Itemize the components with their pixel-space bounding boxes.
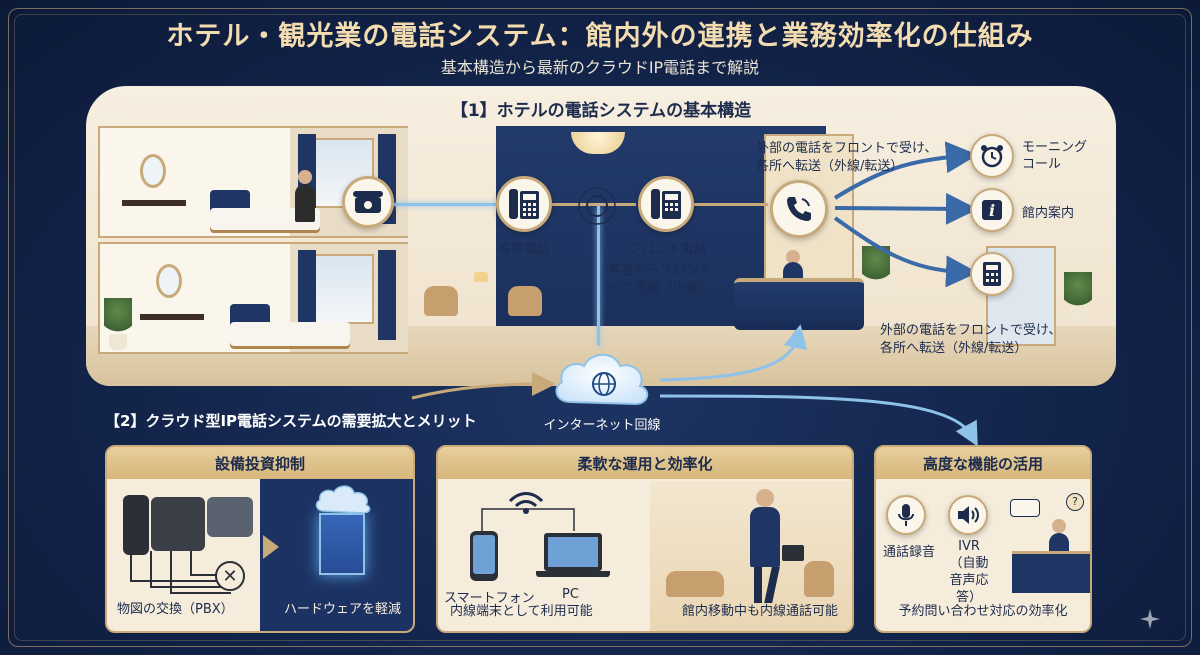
walking-staff [750,507,780,567]
lobby-chair [804,561,834,597]
chandelier [571,132,625,154]
front-desk [734,278,864,330]
remove-x-icon: ✕ [215,561,245,591]
internet-cloud [548,344,656,412]
card-flexibility-right-caption: 館内移動中も内線通話可能 [681,604,838,619]
keypad-terminal-icon [983,262,1001,286]
laptop-base [536,571,610,577]
cloud-icon [315,485,371,513]
plant-right [1064,272,1092,310]
office-phone-icon [509,189,539,219]
section-2-heading: 【2】クラウド型IP電話システムの需要拡大とメリット [105,412,477,430]
inner-frame [14,14,1186,641]
external-call-note-top: 外部の電話をフロントで受け、 各所へ転送（外線/転送） [756,141,938,174]
smartphone-label: スマートフォン [444,591,535,606]
plant-lobby [862,246,890,284]
cloud-label: インターネット回線 [543,418,661,433]
operator-head [1052,519,1066,533]
lobby-armchair-2 [508,286,542,316]
room-phone-node [496,176,552,232]
to-cloud-line [597,206,600,346]
pbx-cables [130,551,231,594]
receptionist-head [786,250,800,264]
front-switch-node [770,180,828,238]
page-subtitle: 基本構造から最新のクラウドIP電話まで解説 [440,58,760,77]
staff-head [756,489,774,507]
desk-phone-icon [353,191,383,213]
card-flexibility: 柔軟な運用と効率化 スマートフォン PC 内線端末として利用可能 館内移動中も内… [436,445,854,633]
transition-arrow [263,535,279,559]
briefcase-icon [782,545,804,561]
ivr-node [948,495,988,535]
branch-info: i [970,188,1014,232]
staff-leg-left [754,567,762,603]
pot-lobby [867,282,885,298]
microphone-icon [898,504,914,526]
room-link-line [392,203,496,206]
office-phone-icon [651,189,681,219]
legacy-phone [123,495,149,555]
branch-terminal [970,252,1014,296]
room-phone-handset [342,176,394,228]
front-to-switch-line [694,203,768,206]
section-1-heading: 【1】ホテルの電話システムの基本構造 [450,101,752,121]
cloud-icon [555,353,649,406]
recording-label: 通話録音 [882,545,935,560]
branch-morning-call [970,134,1014,178]
staff-leg-right [764,567,780,603]
card-capex-title: 設備投資抑制 [107,447,413,479]
guest-room-lower [98,242,408,354]
lobby-armchair-1 [424,286,458,316]
page-title: ホテル・観光業の電話システム：館内外の連携と業務効率化の仕組み [166,21,1034,52]
external-call-note-bottom: 外部の電話をフロントで受け、 各所へ転送（外線/転送） [880,323,1062,356]
speaker-icon [958,506,979,524]
card-capex-right-caption: ハードウェアを軽減 [283,602,401,617]
info-label: 館内案内 [1022,206,1075,221]
front-phone-label: フロント電話 [628,242,707,257]
front-phone-node [638,176,694,232]
recording-node [886,495,926,535]
pot-right [1069,308,1087,324]
card-advanced-caption: 予約問い合わせ対応の効率化 [898,604,1068,619]
room-phone-label: 客室電話 [497,242,550,257]
laptop-icon [544,533,602,571]
phone-call-icon [787,197,811,221]
card-flexibility-left-caption: 内線端末として利用可能 [450,604,593,619]
lobby-lamp [474,272,488,282]
card-advanced-title: 高度な機能の活用 [876,447,1090,479]
card-flexibility-title: 柔軟な運用と効率化 [438,447,852,479]
card-capex: 設備投資抑制 ✕ 物図の交換（PBX） ハードウェアを軽減 [105,445,415,633]
svg-text:i: i [989,201,995,220]
lobby-illustration [650,481,852,631]
smartphone-icon [470,531,498,581]
internal-call-note: 客室からフロント への連絡（内線） [607,263,712,296]
wifi-connector [481,508,575,531]
lobby-sofa [666,571,724,597]
guest-room-upper [98,126,408,238]
room-to-front-line [552,203,636,206]
chat-bubble-icon [1010,499,1040,517]
pbx-keypad [151,497,205,551]
cloud-server [319,513,365,575]
card-capex-left-caption: 物図の交換（PBX） [117,602,234,617]
card-advanced: 高度な機能の活用 通話録音 IVR （自動 音声応答） ? 予約問い合わせ対応の… [874,445,1092,633]
pc-label: PC [562,587,579,602]
morning-call-label: モーニング コール [1022,140,1088,172]
ivr-label: IVR （自動 音声応答） [949,539,989,605]
info-icon: i [982,200,1002,220]
question-bubble-icon: ? [1066,493,1084,511]
pbx-rack [207,497,253,537]
outer-frame [8,8,1192,647]
plant-left [104,298,132,336]
alarm-clock-icon [981,145,1003,168]
pot-left [109,334,127,350]
reservation-desk [1012,551,1090,593]
